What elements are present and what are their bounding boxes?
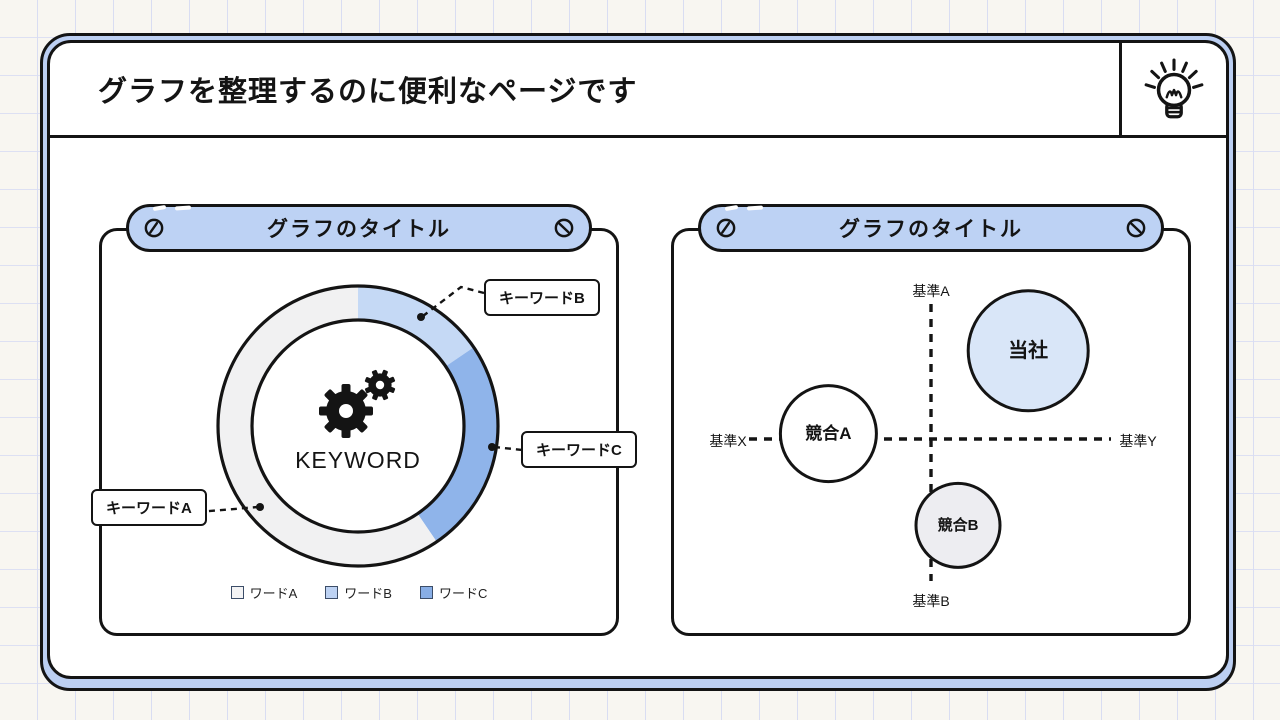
gloss-highlight	[746, 205, 764, 211]
donut-chart-title-bar: グラフのタイトル	[126, 204, 592, 252]
gears-icon	[319, 369, 396, 438]
bubble-競合B	[914, 481, 1002, 569]
slide-card: グラフを整理するのに便利なページです	[47, 40, 1229, 679]
bubble-label-競合A: 競合A	[805, 423, 851, 443]
lightbulb-icon	[1144, 58, 1204, 118]
legend-label: ワードB	[344, 586, 392, 601]
axis-label-left: 基準X	[709, 433, 747, 449]
donut-chart-panel: グラフのタイトル KEYWORD	[91, 204, 637, 636]
legend-swatch-word-b	[325, 586, 339, 599]
quadrant-chart-panel: グラフのタイトル 当社競合A 競合B 基準A 基準B 基準X 基準Y	[671, 204, 1191, 636]
callout-keyword-a: キーワードA	[91, 489, 207, 526]
donut-slice-ワードA	[218, 286, 437, 566]
bubble-label-競合B: 競合B	[938, 516, 979, 534]
callout-keyword-c: キーワードC	[521, 431, 637, 468]
callout-keyword-b: キーワードB	[484, 279, 600, 316]
chart-title: グラフのタイトル	[839, 218, 1023, 241]
donut-chart: KEYWORD	[216, 284, 500, 568]
header: グラフを整理するのに便利なページです	[50, 43, 1226, 138]
gloss-highlight	[152, 204, 167, 212]
screw-icon	[1126, 218, 1146, 238]
bubble-競合A	[778, 384, 878, 484]
legend-swatch-word-c	[419, 586, 433, 599]
legend-swatch-word-a	[230, 586, 244, 599]
legend-item: ワードC	[419, 583, 488, 602]
screw-icon	[554, 218, 574, 238]
gloss-highlight	[174, 205, 192, 211]
donut-slice-ワードB	[358, 286, 474, 367]
header-icon-cell	[1119, 43, 1226, 138]
slide-frame: グラフを整理するのに便利なページです	[40, 33, 1236, 691]
donut-legend: ワードA ワードB ワードC	[102, 583, 616, 602]
bubble-label-当社: 当社	[1008, 338, 1048, 362]
axis-label-bottom: 基準B	[912, 593, 950, 609]
gloss-highlight	[724, 204, 739, 212]
bubble-当社	[966, 289, 1090, 413]
axis-label-top: 基準A	[912, 283, 950, 299]
page-title: グラフを整理するのに便利なページです	[98, 76, 638, 108]
legend-label: ワードA	[249, 586, 298, 601]
legend-label: ワードC	[438, 586, 488, 601]
screw-icon	[144, 218, 164, 238]
axis-label-right: 基準Y	[1119, 433, 1157, 449]
donut-center-label: KEYWORD	[295, 447, 421, 473]
screw-icon	[716, 218, 736, 238]
chart-title: グラフのタイトル	[267, 218, 451, 241]
legend-item: ワードB	[325, 583, 392, 602]
donut-slice-ワードC	[417, 347, 498, 542]
quadrant-chart-title-bar: グラフのタイトル	[698, 204, 1164, 252]
legend-item: ワードA	[230, 583, 298, 602]
